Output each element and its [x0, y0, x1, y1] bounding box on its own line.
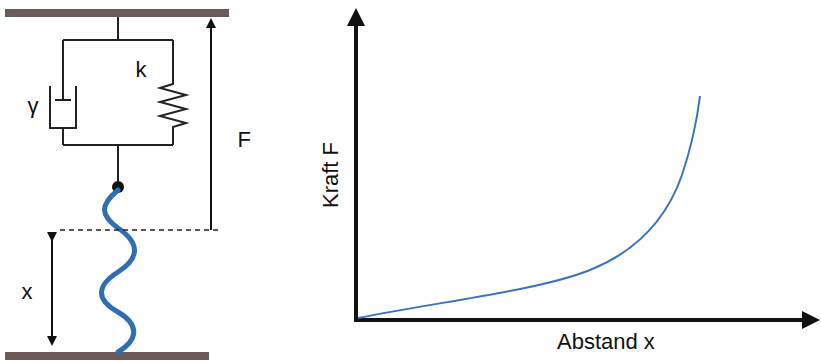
polymer-chain [102, 190, 135, 352]
bottom-wall [5, 352, 209, 360]
kelvin-voigt-element [50, 17, 186, 187]
force-label: F [238, 129, 251, 151]
axis-label: Abstand x [557, 331, 655, 353]
damping-symbol: γ [28, 95, 39, 117]
force-arrow [210, 20, 212, 230]
y-axis [354, 12, 358, 322]
x-axis [354, 318, 816, 322]
force-curve [358, 96, 700, 318]
top-wall [5, 9, 229, 17]
distance-label: x [22, 281, 33, 303]
spring-constant: k [136, 59, 147, 81]
distance-arrow [51, 240, 53, 344]
reference-line [60, 229, 218, 231]
axis-label: Kraft F [320, 142, 342, 208]
